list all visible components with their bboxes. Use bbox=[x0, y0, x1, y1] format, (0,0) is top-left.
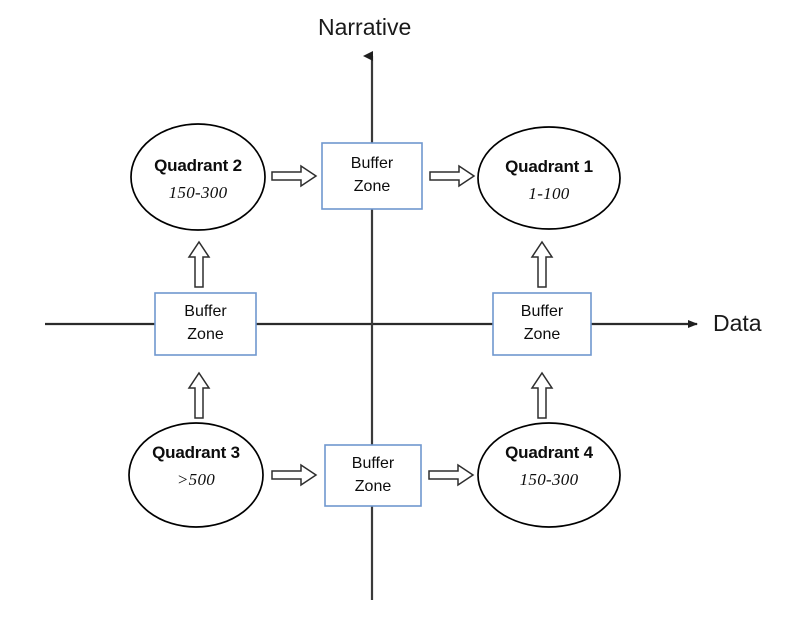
axes-group bbox=[45, 51, 698, 600]
quadrant-nodes-group bbox=[128, 123, 621, 528]
buffer-zone-bottom-box[interactable] bbox=[324, 444, 422, 507]
quadrant-3-value: >500 bbox=[176, 470, 216, 489]
quadrant-2-title: Quadrant 2 bbox=[154, 156, 242, 175]
quadrant-2-value: 150-300 bbox=[168, 183, 228, 202]
quadrant-1-ellipse[interactable] bbox=[477, 126, 621, 230]
quadrant-3-ellipse[interactable] bbox=[128, 422, 264, 528]
quadrant-1-title: Quadrant 1 bbox=[505, 157, 593, 176]
buffer-zone-right-box[interactable] bbox=[492, 292, 592, 356]
buffer-zone-left-line1: Buffer bbox=[184, 303, 227, 320]
buffer-zone-right-line1: Buffer bbox=[520, 303, 564, 320]
flow-arrows-group bbox=[187, 164, 554, 487]
buffer-zone-right-line2: Zone bbox=[523, 326, 561, 344]
buffer-zone-bottom-line1: Buffer bbox=[351, 455, 395, 472]
buffer-zone-left-label: Buffer Zone bbox=[155, 300, 256, 346]
buffer-zone-bottom-label: Buffer Zone bbox=[325, 452, 421, 498]
buffer-zone-top-line1: Buffer bbox=[350, 155, 394, 172]
arrow-q4-to-buffer-right bbox=[530, 371, 554, 419]
buffer-zone-bottom-line2: Zone bbox=[354, 478, 392, 496]
buffer-zone-left-line2: Zone bbox=[187, 326, 224, 344]
quadrant-4-value: 150-300 bbox=[519, 470, 579, 489]
arrow-q3-to-buffer-left bbox=[187, 371, 211, 419]
arrow-buffer-top-to-q1 bbox=[429, 164, 476, 188]
quadrant-4-title: Quadrant 4 bbox=[505, 443, 593, 462]
y-axis-label: Narrative bbox=[318, 14, 412, 40]
arrow-buffer-left-to-q2 bbox=[187, 240, 211, 288]
buffer-zone-boxes-group bbox=[154, 142, 592, 507]
arrow-buffer-right-to-q1 bbox=[530, 240, 554, 288]
buffer-zone-top-box[interactable] bbox=[321, 142, 423, 210]
x-axis-label: Data bbox=[713, 310, 762, 336]
arrow-q2-to-buffer-top bbox=[271, 164, 318, 188]
buffer-zone-right-label: Buffer Zone bbox=[493, 300, 591, 346]
arrow-q3-to-buffer-bottom bbox=[271, 463, 318, 487]
buffer-zone-top-label: Buffer Zone bbox=[322, 152, 422, 198]
arrow-buffer-bottom-to-q4 bbox=[428, 463, 475, 487]
quadrant-2-ellipse[interactable] bbox=[130, 123, 266, 231]
quadrant-4-ellipse[interactable] bbox=[477, 422, 621, 528]
buffer-zone-top-line2: Zone bbox=[353, 178, 391, 196]
buffer-zone-left-box[interactable] bbox=[154, 292, 257, 356]
quadrant-1-value: 1-100 bbox=[528, 184, 570, 203]
quadrant-3-title: Quadrant 3 bbox=[152, 443, 240, 462]
